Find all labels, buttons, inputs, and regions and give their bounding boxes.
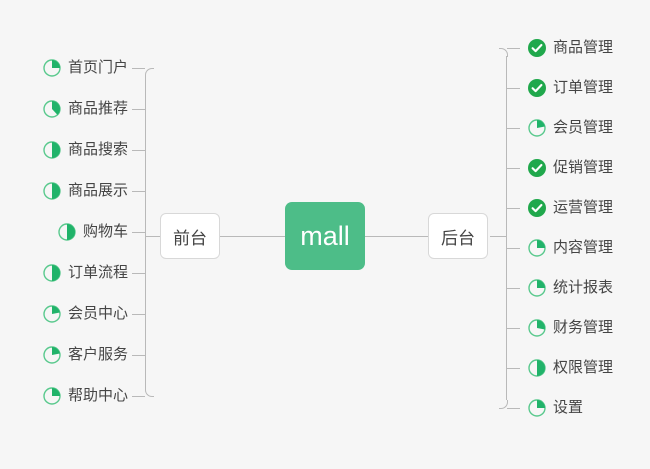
- left-stub-6: [132, 314, 145, 315]
- left-bracket-spine: [145, 76, 146, 388]
- check-circle-icon: [527, 38, 547, 58]
- pie-progress-icon: [42, 386, 62, 406]
- right-stub-cap-top: [507, 48, 520, 49]
- left-bracket-corner-top: [145, 68, 154, 77]
- right-stub-8: [507, 368, 520, 369]
- leaf-node-label: 促销管理: [553, 159, 614, 176]
- leaf-node-left[interactable]: 商品推荐: [0, 97, 128, 121]
- left-stub-7: [132, 355, 145, 356]
- leaf-node-label: 会员中心: [67, 305, 128, 322]
- left-stub-1: [132, 109, 145, 110]
- leaf-node-label: 内容管理: [553, 239, 614, 256]
- pie-progress-icon: [57, 222, 77, 242]
- leaf-node-label: 订单管理: [553, 79, 614, 96]
- leaf-node-right[interactable]: 财务管理: [527, 316, 613, 340]
- right-stub-3: [507, 168, 520, 169]
- leaf-node-label: 财务管理: [553, 319, 614, 336]
- leaf-node-label: 帮助中心: [67, 387, 128, 404]
- leaf-node-right[interactable]: 商品管理: [527, 36, 613, 60]
- leaf-node-right[interactable]: 统计报表: [527, 276, 613, 300]
- leaf-node-right[interactable]: 促销管理: [527, 156, 613, 180]
- pie-progress-icon: [42, 58, 62, 78]
- left-stub-3: [132, 191, 145, 192]
- leaf-node-label: 客户服务: [67, 346, 128, 363]
- left-stub-2: [132, 150, 145, 151]
- branch-node-front[interactable]: 前台: [160, 213, 220, 259]
- pie-progress-icon: [527, 238, 547, 258]
- trunk-mall-to-back: [365, 236, 428, 237]
- trunk-back-to-spine: [490, 236, 506, 237]
- right-bracket-corner-bottom: [499, 400, 508, 409]
- leaf-node-label: 首页门户: [67, 59, 128, 76]
- pie-progress-icon: [527, 318, 547, 338]
- leaf-node-right[interactable]: 运营管理: [527, 196, 613, 220]
- leaf-node-left[interactable]: 客户服务: [0, 343, 128, 367]
- check-circle-icon: [527, 198, 547, 218]
- leaf-node-right[interactable]: 设置: [527, 396, 583, 420]
- check-circle-icon: [527, 78, 547, 98]
- leaf-node-label: 商品搜索: [67, 141, 128, 158]
- check-circle-icon: [527, 158, 547, 178]
- leaf-node-label: 购物车: [82, 223, 128, 240]
- leaf-node-left[interactable]: 订单流程: [0, 261, 128, 285]
- center-node-mall[interactable]: mall: [285, 202, 365, 270]
- trunk-spine-to-front: [145, 236, 160, 237]
- pie-progress-icon: [527, 398, 547, 418]
- right-stub-1: [507, 88, 520, 89]
- leaf-node-left[interactable]: 购物车: [0, 220, 128, 244]
- leaf-node-right[interactable]: 订单管理: [527, 76, 613, 100]
- right-bracket-spine: [506, 56, 507, 400]
- pie-progress-icon: [42, 181, 62, 201]
- leaf-node-label: 设置: [553, 399, 584, 416]
- left-stub-4: [132, 232, 145, 233]
- pie-progress-icon: [42, 140, 62, 160]
- right-stub-cap-bottom: [507, 408, 520, 409]
- leaf-node-label: 商品展示: [67, 182, 128, 199]
- pie-progress-icon: [42, 99, 62, 119]
- leaf-node-label: 会员管理: [553, 119, 614, 136]
- leaf-node-right[interactable]: 内容管理: [527, 236, 613, 260]
- left-bracket-corner-bottom: [145, 388, 154, 397]
- leaf-node-left[interactable]: 首页门户: [0, 56, 128, 80]
- leaf-node-right[interactable]: 会员管理: [527, 116, 613, 140]
- right-bracket-corner-top: [499, 48, 508, 57]
- leaf-node-label: 商品管理: [553, 39, 614, 56]
- left-stub-cap-bottom: [132, 396, 145, 397]
- pie-progress-icon: [42, 263, 62, 283]
- trunk-front-to-mall: [220, 236, 285, 237]
- leaf-node-label: 统计报表: [553, 279, 614, 296]
- pie-progress-icon: [527, 358, 547, 378]
- pie-progress-icon: [527, 118, 547, 138]
- leaf-node-right[interactable]: 权限管理: [527, 356, 613, 380]
- right-stub-5: [507, 248, 520, 249]
- leaf-node-left[interactable]: 商品展示: [0, 179, 128, 203]
- left-stub-cap-top: [132, 68, 145, 69]
- right-stub-6: [507, 288, 520, 289]
- leaf-node-label: 订单流程: [67, 264, 128, 281]
- right-stub-2: [507, 128, 520, 129]
- leaf-node-label: 权限管理: [553, 359, 614, 376]
- leaf-node-left[interactable]: 帮助中心: [0, 384, 128, 408]
- branch-node-back[interactable]: 后台: [428, 213, 488, 259]
- right-stub-7: [507, 328, 520, 329]
- leaf-node-left[interactable]: 会员中心: [0, 302, 128, 326]
- pie-progress-icon: [527, 278, 547, 298]
- leaf-node-label: 运营管理: [553, 199, 614, 216]
- left-stub-5: [132, 273, 145, 274]
- leaf-node-label: 商品推荐: [67, 100, 128, 117]
- leaf-node-left[interactable]: 商品搜索: [0, 138, 128, 162]
- pie-progress-icon: [42, 304, 62, 324]
- right-stub-4: [507, 208, 520, 209]
- pie-progress-icon: [42, 345, 62, 365]
